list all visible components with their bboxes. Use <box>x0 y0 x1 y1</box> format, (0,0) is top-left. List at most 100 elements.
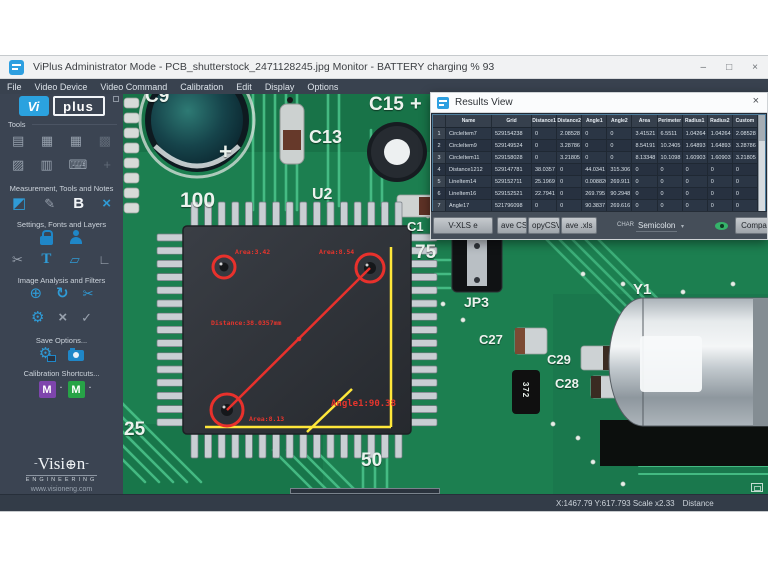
column-header-radius1[interactable]: Radius1 <box>682 115 708 128</box>
display-binary-icon[interactable]: ▤ <box>12 133 25 148</box>
bold-tool-icon[interactable]: B <box>73 195 85 212</box>
value-cell: CircleItem9 <box>446 140 492 152</box>
menu-item-video-device[interactable]: Video Device <box>34 81 88 92</box>
menu-item-edit[interactable]: Edit <box>236 81 252 92</box>
measure-grid-icon[interactable]: ▦ <box>69 133 83 148</box>
sync-icon[interactable]: ↻ <box>56 285 69 302</box>
value-cell: 6.5511 <box>657 128 683 140</box>
copy-csv-button[interactable]: opyCSV <box>528 217 560 234</box>
area-annotation: Area:3.42 <box>235 248 271 256</box>
column-header-distance1[interactable]: Distance1 <box>532 115 558 128</box>
table-row[interactable]: 5LineItem1452915271125.196900.0088205269… <box>433 176 758 188</box>
measure-pen-icon[interactable]: ✎ <box>44 196 56 211</box>
save-xls-button[interactable]: ave .xls <box>561 217 597 234</box>
layers-icon[interactable]: ▱ <box>69 252 80 267</box>
lock-icon[interactable] <box>39 230 53 245</box>
camera-icon[interactable] <box>68 347 85 361</box>
value-cell: 0 <box>582 152 608 164</box>
grid-disabled-icon[interactable]: ▩ <box>98 133 111 148</box>
value-cell: 44.0341 <box>582 164 608 176</box>
filters-section-label: Image Analysis and Filters <box>17 276 106 285</box>
silkscreen-label: Y1 <box>633 281 652 298</box>
separator-select[interactable]: Semicolon <box>636 221 678 232</box>
angle-tool-icon[interactable]: ∟ <box>98 252 111 267</box>
delete-measure-icon[interactable]: × <box>102 195 111 212</box>
menu-item-options[interactable]: Options <box>307 81 339 92</box>
save-settings-icon[interactable]: ⚙ <box>38 345 57 362</box>
compact-button[interactable]: Compac <box>735 217 767 234</box>
export-xls-button[interactable]: V-XLS e <box>433 217 493 234</box>
visibility-eye-icon[interactable] <box>715 222 728 230</box>
maximize-button[interactable]: □ <box>726 62 733 73</box>
menu-item-display[interactable]: Display <box>264 81 295 92</box>
gears-icon[interactable]: ⚙ <box>30 309 45 326</box>
display-window-icon[interactable]: ▦ <box>40 133 54 148</box>
row-number-cell: 6 <box>433 188 446 200</box>
silkscreen-label: C28 <box>555 376 579 391</box>
value-cell: 3.41521 <box>632 128 658 140</box>
value-cell: 3.21805 <box>732 152 758 164</box>
title-bar: ViPlus Administrator Mode - PCB_shutters… <box>0 56 768 79</box>
value-cell: 0 <box>632 164 658 176</box>
menu-item-calibration[interactable]: Calibration <box>180 81 224 92</box>
value-cell: Distance1212 <box>446 164 492 176</box>
clear-icon[interactable]: × <box>58 309 68 326</box>
menu-item-video-command[interactable]: Video Command <box>100 81 168 92</box>
silkscreen-plus: + <box>410 94 422 115</box>
results-title-bar[interactable]: Results View × <box>431 93 767 113</box>
value-cell: 0 <box>557 188 583 200</box>
column-header-area[interactable]: Area <box>632 115 658 128</box>
minimize-button[interactable]: – <box>700 62 707 73</box>
sidebar-pin-icon[interactable] <box>113 96 119 102</box>
save-csv-button[interactable]: ave CS <box>497 217 527 234</box>
text-tool-icon[interactable]: T <box>41 251 52 267</box>
vision-url[interactable]: www.visioneng.com <box>30 486 93 493</box>
column-header-grid[interactable]: Grid <box>492 115 532 128</box>
scrollbar-thumb[interactable] <box>759 115 765 141</box>
menu-item-file[interactable]: File <box>7 81 22 92</box>
tools-section-label: Tools <box>8 120 26 129</box>
display-graph-icon[interactable]: ▨ <box>12 157 25 172</box>
silkscreen-number: 100 <box>180 189 216 212</box>
globe-icon[interactable]: ⊕ <box>29 285 43 302</box>
close-button[interactable]: × <box>752 62 758 73</box>
row-number-cell: 5 <box>433 176 446 188</box>
vision-logo: -Visi⊕n- <box>34 454 89 473</box>
cut-tool-icon[interactable]: ✂ <box>12 252 23 267</box>
dropdown-arrow-icon[interactable]: ▾ <box>681 224 685 230</box>
measurement-section-label: Measurement, Tools and Notes <box>9 184 114 193</box>
column-header-distance2[interactable]: Distance2 <box>557 115 583 128</box>
column-header-perimeter[interactable]: Perimeter <box>657 115 683 128</box>
silkscreen-number: 50 <box>361 450 383 471</box>
canvas-scrollbar[interactable] <box>290 488 440 494</box>
display-text-icon[interactable]: ▥ <box>40 157 53 172</box>
column-header-name[interactable]: Name <box>446 115 492 128</box>
column-header-angle2[interactable]: Angle2 <box>607 115 633 128</box>
column-header-custom[interactable]: Custom <box>732 115 758 128</box>
polygon-measure-icon[interactable]: ◩ <box>12 195 27 212</box>
keyboard-icon[interactable]: ⌨ <box>68 157 88 172</box>
value-cell: 1.04264 <box>707 128 733 140</box>
app-window: ViPlus Administrator Mode - PCB_shutters… <box>0 56 768 511</box>
value-cell: 0 <box>532 128 558 140</box>
calibration-m1-button[interactable]: M · <box>38 381 63 398</box>
scissors-icon[interactable]: ✂ <box>82 286 94 301</box>
column-header-angle1[interactable]: Angle1 <box>582 115 608 128</box>
canvas-resize-icon[interactable] <box>751 483 763 492</box>
silkscreen-label: C15 <box>369 94 404 115</box>
user-icon[interactable] <box>69 230 84 245</box>
crosshair-tool-icon[interactable]: + <box>103 157 111 172</box>
results-close-button[interactable]: × <box>752 95 759 107</box>
results-scrollbar[interactable] <box>758 115 765 212</box>
corner-cell <box>433 115 446 128</box>
check-icon[interactable]: ✓ <box>81 310 93 325</box>
calibration-m2-button[interactable]: M · <box>67 381 92 398</box>
area-annotation: Area:8.54 <box>319 248 355 256</box>
column-header-radius2[interactable]: Radius2 <box>707 115 733 128</box>
